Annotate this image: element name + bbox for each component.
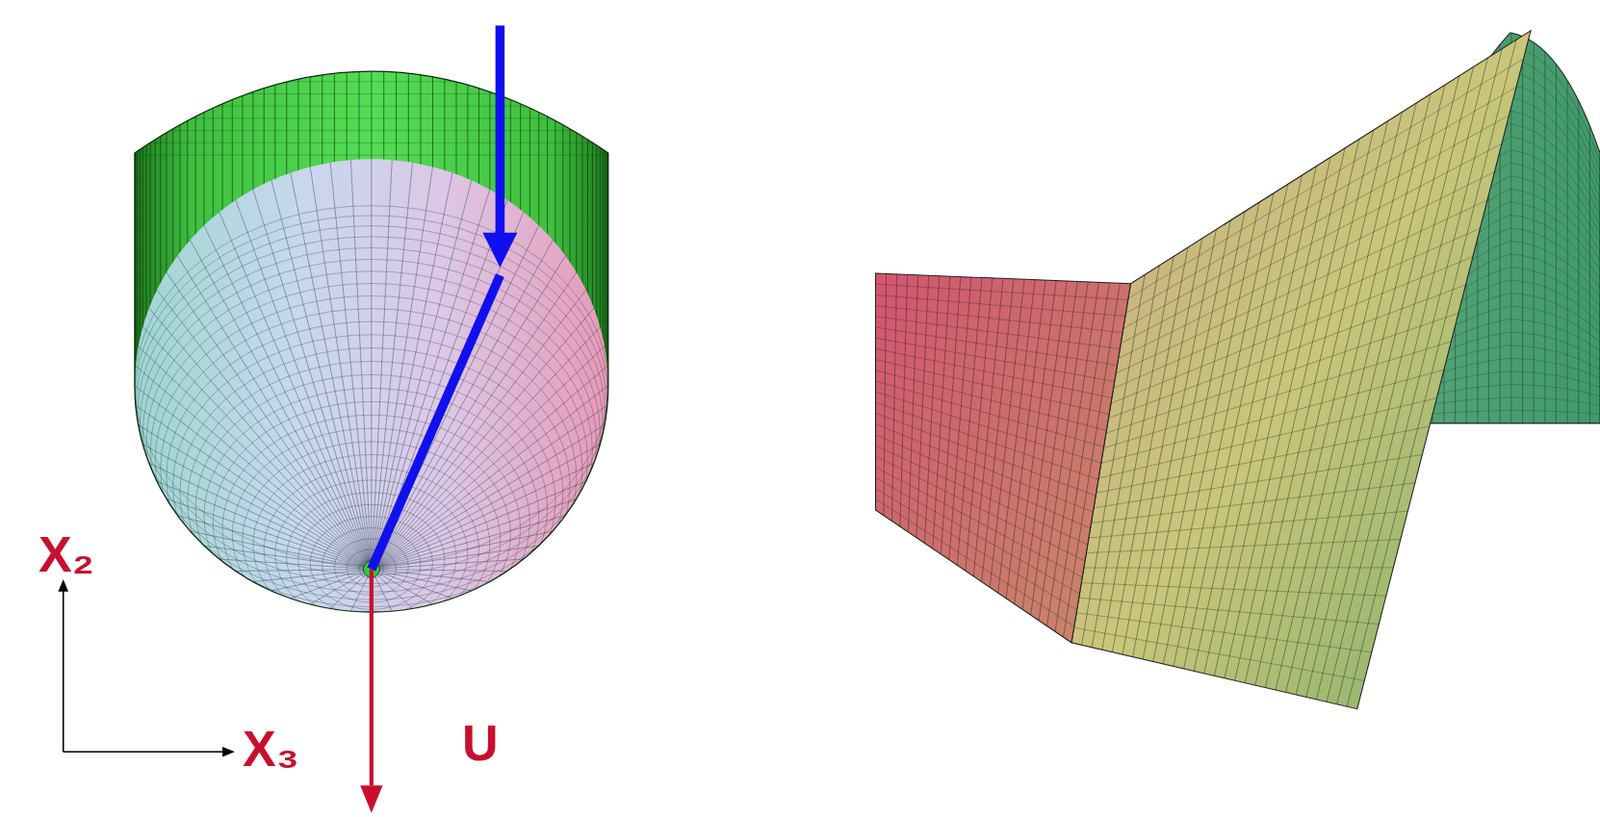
flow-line [371,275,501,569]
flow-arrow [495,25,506,236]
axis-label: X₃ [242,723,300,775]
left-surface [875,273,1131,644]
figure-group [57,0,1600,814]
velocity-arrowhead [360,785,383,814]
velocity-arrow [369,568,374,786]
axis-label: X₂ [38,529,95,580]
flow-arrowhead [482,232,517,268]
axis-arrowhead [222,747,235,758]
axis-line [63,750,225,753]
cylinder-outline [134,71,609,613]
cylinder-mesh [134,0,609,653]
axis-arrowhead [57,579,69,593]
middle-surface [1071,30,1531,710]
velocity-label: U [462,718,499,769]
axis-line [62,590,65,753]
